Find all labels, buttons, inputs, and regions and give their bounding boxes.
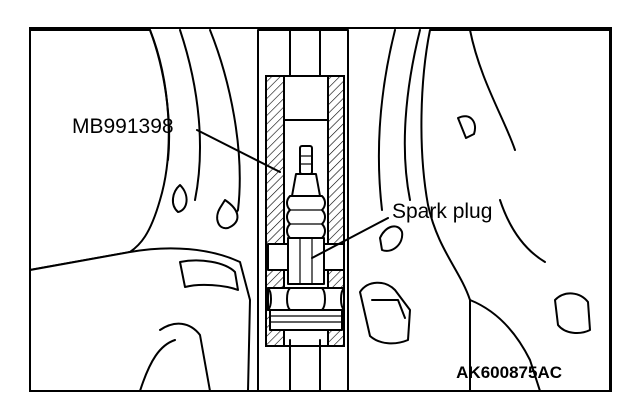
left-head-casting [31,29,251,390]
tool-leader-line [196,129,281,173]
right-head-casting [359,29,610,390]
figure-id-label: AK600875AC [456,363,562,382]
spark-plug [286,145,326,285]
spark-plug-callout-label: Spark plug [392,200,492,223]
tool-callout-label: MB991398 [72,115,174,138]
spark-plug-leader-line [311,217,389,259]
hex-nut [267,287,345,331]
